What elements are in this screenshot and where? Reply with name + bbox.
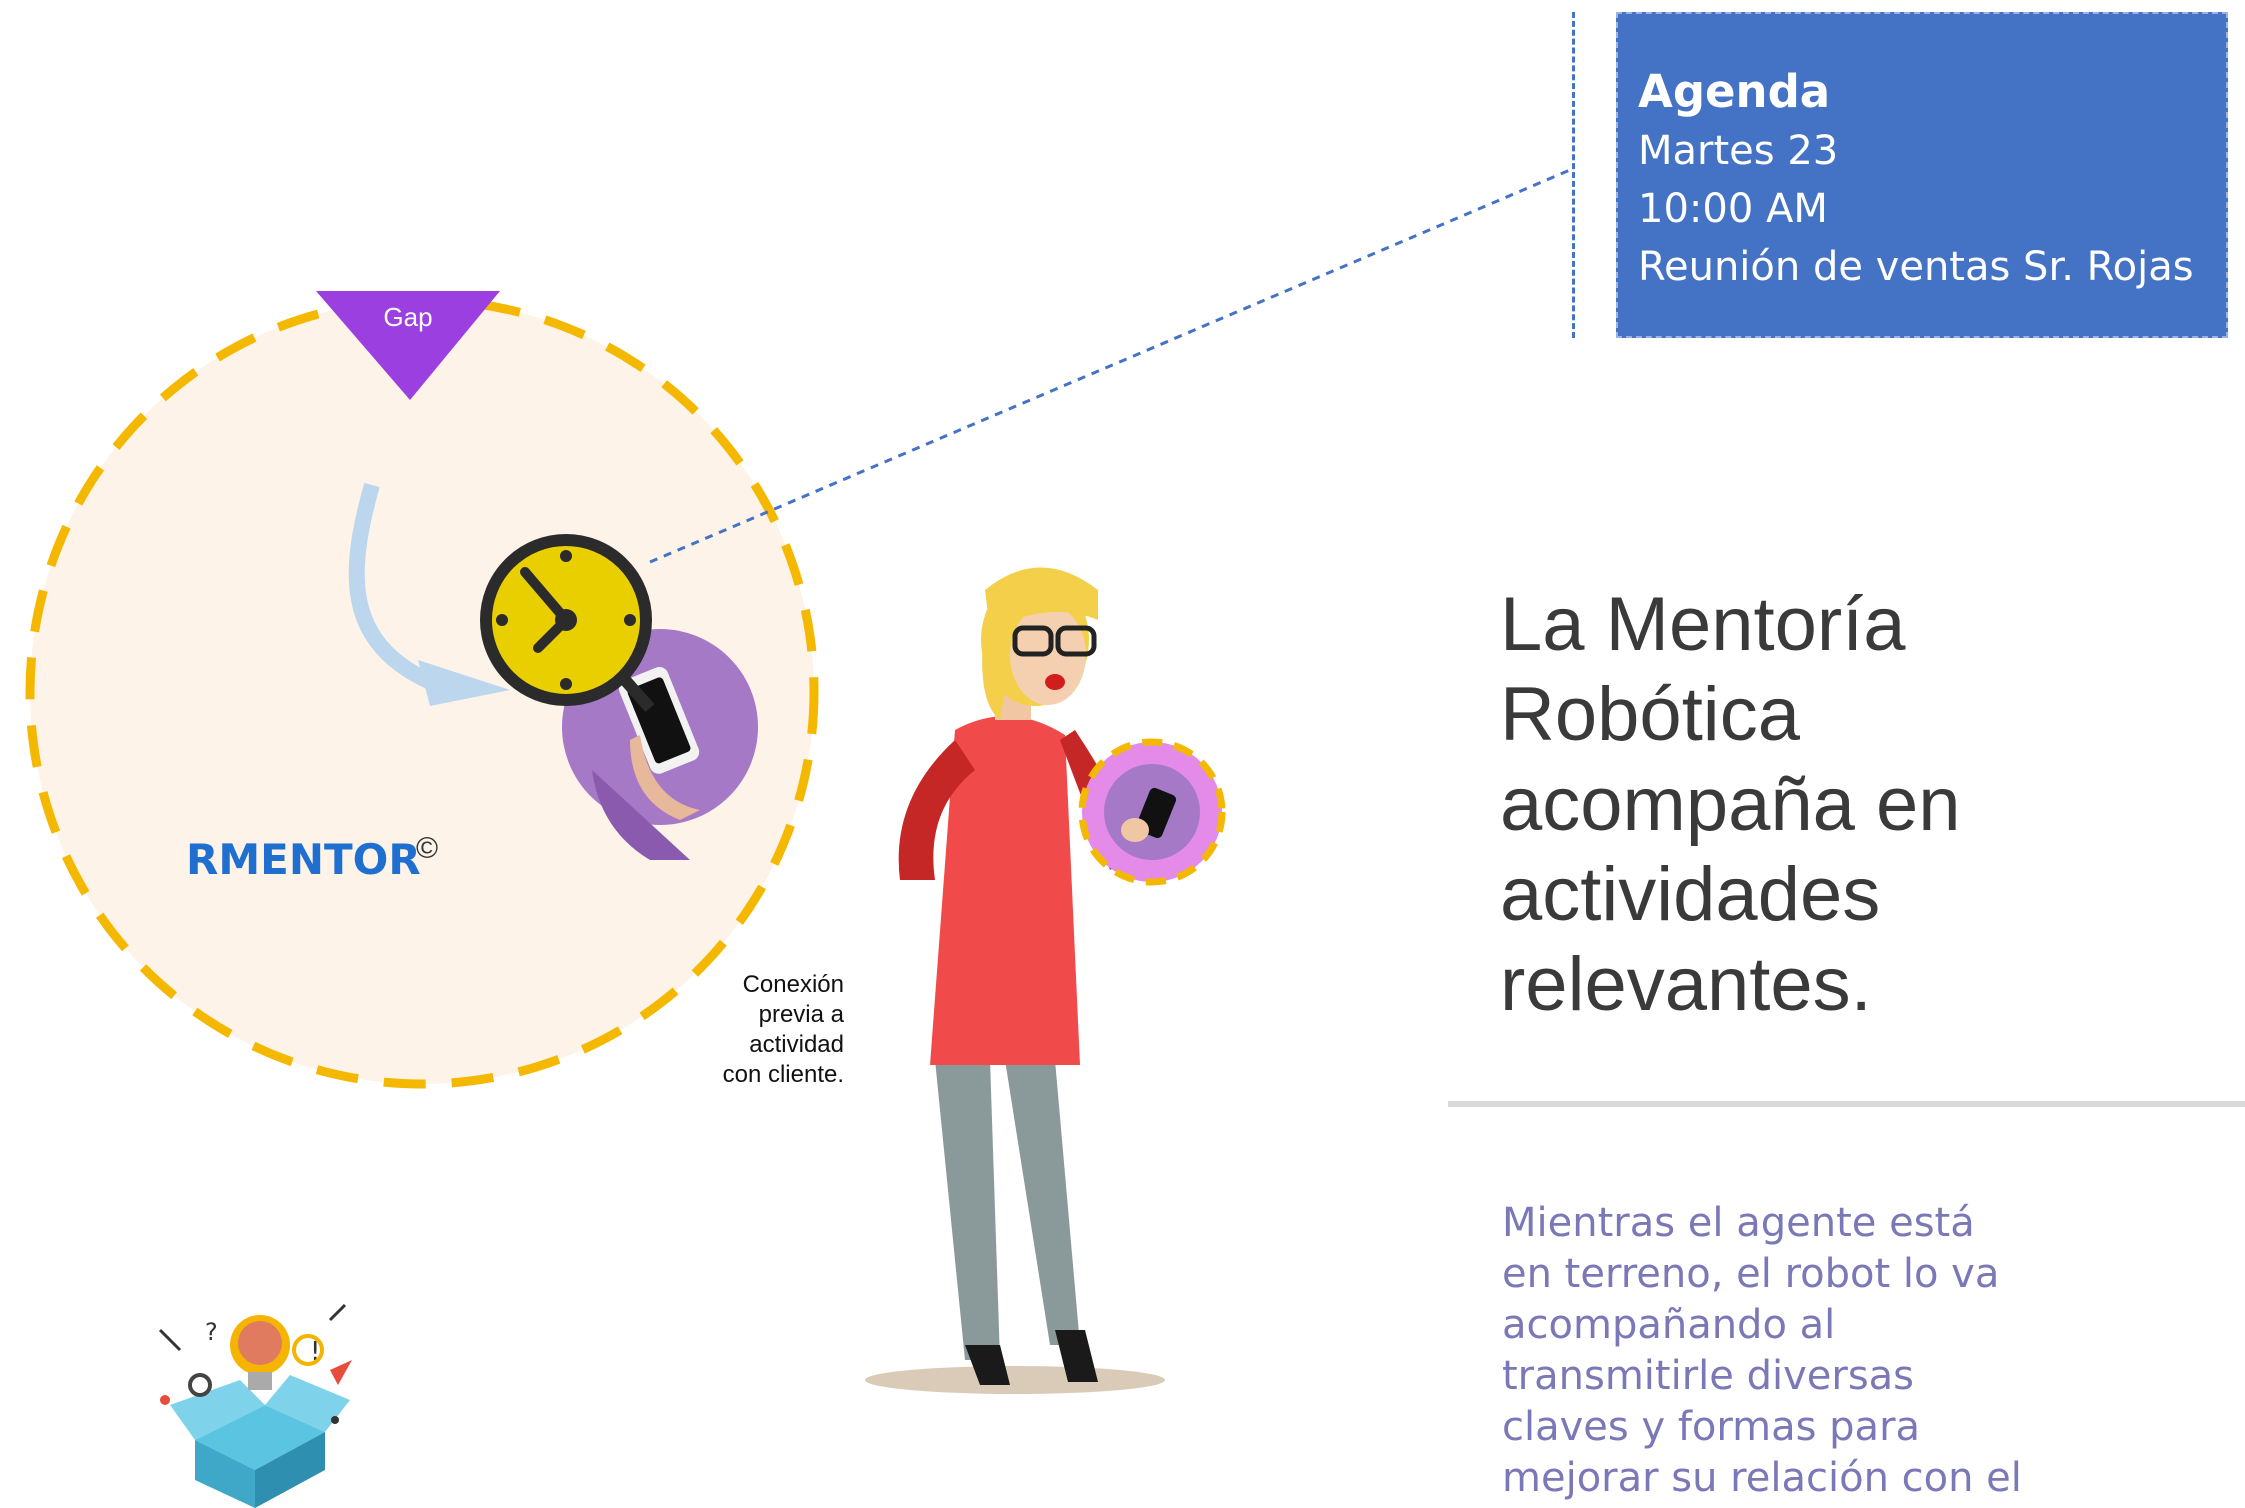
body-line: mejorar su relación con el [1502, 1455, 2022, 1501]
gap-triangle [316, 291, 500, 400]
rmentor-logo: RMENTOR [186, 835, 421, 884]
body-line: claves y formas para [1502, 1404, 1921, 1450]
idea-box-icon: ! ? [158, 1303, 352, 1508]
svg-text:!: ! [310, 1337, 320, 1367]
agenda-date: Martes 23 [1638, 128, 1839, 174]
arrow-head [418, 660, 510, 706]
headline: La Mentoría Robótica acompaña en activid… [1500, 580, 2200, 1030]
agenda-time: 10:00 AM [1638, 186, 1828, 232]
clock-icon [480, 534, 655, 712]
agenda-divider-line [1572, 12, 1575, 338]
body-line: transmitirle diversas [1502, 1353, 1915, 1399]
agenda-event: Reunión de ventas Sr. Rojas [1638, 244, 2194, 290]
headline-line: Robótica [1500, 672, 1800, 757]
body-line: en terreno, el robot lo va [1502, 1251, 2000, 1297]
curved-arrow-icon [348, 482, 448, 696]
section-divider [1448, 1101, 2245, 1107]
caption-line: Conexión [742, 971, 844, 998]
gap-label: Gap [383, 302, 433, 332]
connector-line [649, 168, 1571, 564]
caption-line: actividad [749, 1031, 844, 1058]
body-line: Mientras el agente está [1502, 1200, 1975, 1246]
headline-line: acompaña en [1500, 762, 1961, 847]
connection-caption: Conexión previa a actividad con cliente. [660, 970, 844, 1090]
agenda-box: Agenda Martes 23 10:00 AM Reunión de ven… [1616, 12, 2228, 338]
svg-text:?: ? [205, 1318, 218, 1346]
caption-line: previa a [758, 1001, 844, 1028]
agenda-title: Agenda [1638, 65, 1831, 118]
headline-line: relevantes. [1500, 942, 1872, 1027]
caption-line: con cliente. [722, 1061, 844, 1088]
copyright-mark: © [416, 832, 439, 865]
body-text: Mientras el agente está en terreno, el r… [1502, 1198, 2062, 1504]
headline-line: La Mentoría [1500, 582, 1906, 667]
headline-line: actividades [1500, 852, 1881, 937]
body-line: acompañando al [1502, 1302, 1836, 1348]
woman-illustration [865, 567, 1226, 1394]
